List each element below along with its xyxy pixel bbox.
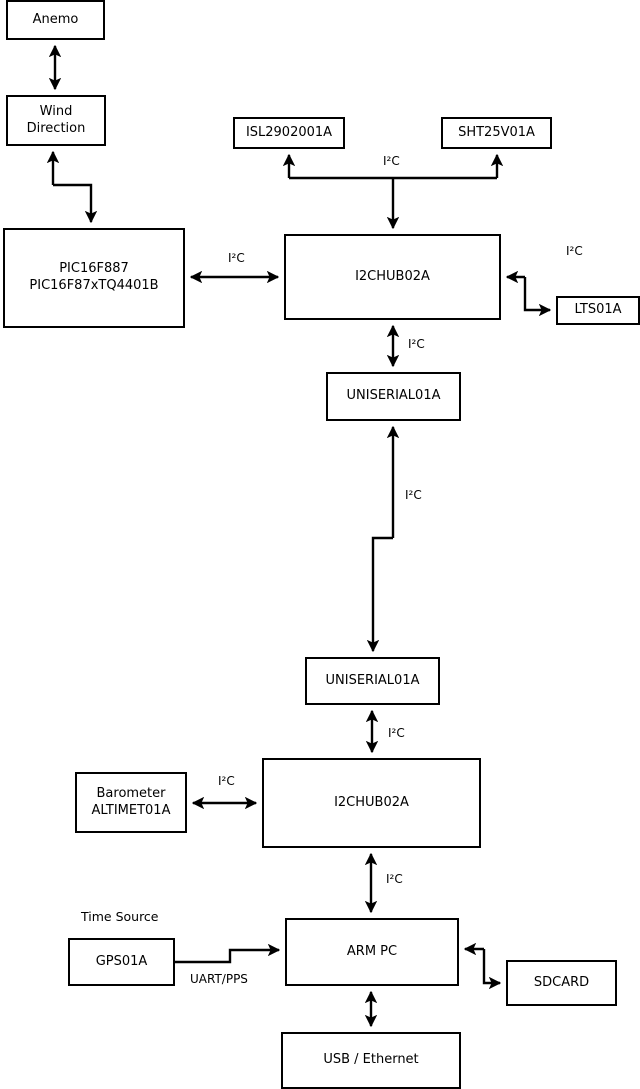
node-uniserial01a-upper[interactable]: UNISERIAL01A — [326, 372, 461, 421]
edge-label-uart-pps: UART/PPS — [190, 972, 248, 986]
node-anemo[interactable]: Anemo — [6, 0, 105, 40]
node-isl2902001a[interactable]: ISL2902001A — [233, 117, 345, 149]
edge-label-i2c-uniserial2-hub: I²C — [388, 726, 405, 740]
edge-label-i2c-hub-armpc: I²C — [386, 872, 403, 886]
edge-label-i2c-barometer-hub: I²C — [218, 774, 235, 788]
node-pic-microcontroller[interactable]: PIC16F887 PIC16F87xTQ4401B — [3, 228, 185, 328]
node-barometer-altimet01a[interactable]: Barometer ALTIMET01A — [75, 772, 187, 833]
node-sdcard[interactable]: SDCARD — [506, 960, 617, 1006]
label-time-source: Time Source — [81, 909, 159, 924]
node-uniserial01a-lower[interactable]: UNISERIAL01A — [305, 657, 440, 705]
node-arm-pc[interactable]: ARM PC — [285, 918, 459, 986]
connector-armpc-sdcard-out — [482, 949, 502, 990]
edge-label-i2c-uniserial-link: I²C — [405, 488, 422, 502]
edge-label-i2c-hub-uniserial: I²C — [408, 337, 425, 351]
connector-uniserial-link-down — [366, 536, 393, 653]
edge-label-i2c-pic-hub: I²C — [228, 251, 245, 265]
connector-pic-wind-down — [53, 183, 98, 224]
node-lts01a[interactable]: LTS01A — [556, 296, 640, 325]
node-i2chub02a-bottom[interactable]: I2CHUB02A — [262, 758, 481, 848]
node-wind-direction[interactable]: Wind Direction — [6, 95, 106, 146]
node-i2chub02a-top[interactable]: I2CHUB02A — [284, 234, 501, 320]
edge-label-i2c-hub-fanout: I²C — [383, 154, 400, 168]
connector-gps-armpc — [175, 943, 281, 964]
connector-hub-lts-out — [523, 277, 552, 317]
node-usb-ethernet[interactable]: USB / Ethernet — [281, 1032, 461, 1089]
node-sht25v01a[interactable]: SHT25V01A — [441, 117, 552, 149]
node-gps01a[interactable]: GPS01A — [68, 938, 175, 986]
edge-label-i2c-hub-lts: I²C — [566, 244, 583, 258]
